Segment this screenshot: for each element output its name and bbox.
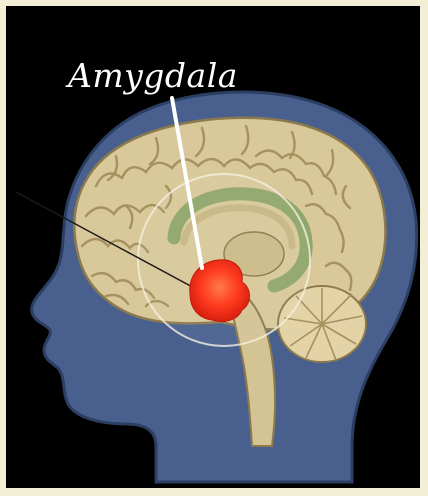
illustration-frame: Amygdala bbox=[6, 6, 420, 488]
amygdala-label: Amygdala bbox=[68, 56, 238, 95]
